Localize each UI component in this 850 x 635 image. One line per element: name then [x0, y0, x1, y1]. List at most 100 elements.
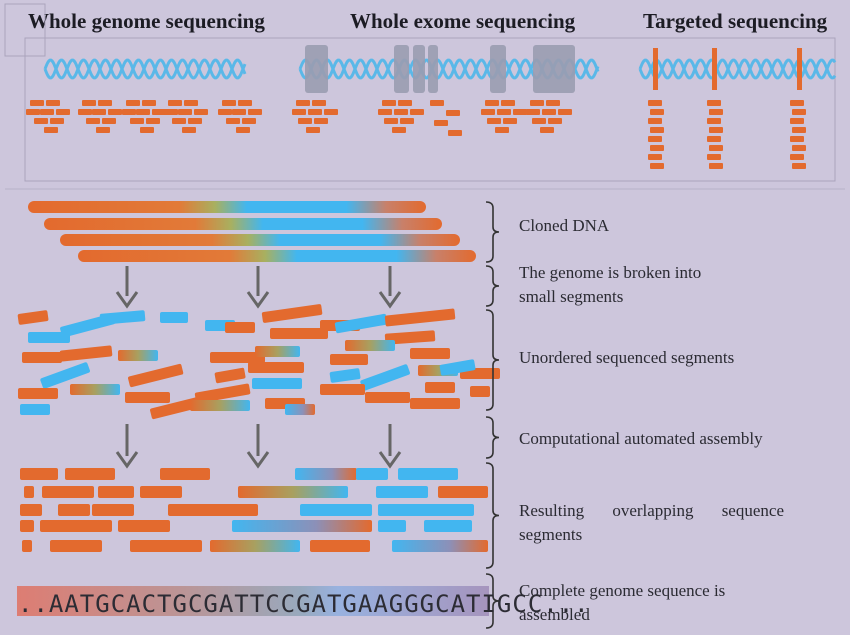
top-panel-frame — [24, 37, 836, 182]
overlap-segment — [392, 540, 488, 552]
exon-blocks — [305, 45, 575, 93]
read-fragment — [194, 109, 208, 115]
read-fragment — [98, 100, 112, 106]
overlap-segment — [40, 520, 112, 532]
sequenced-segment — [261, 304, 323, 323]
overlap-segment — [378, 504, 474, 516]
read-fragment — [306, 127, 320, 133]
step-bracket — [485, 462, 500, 569]
read-fragment — [50, 118, 64, 124]
sequenced-segment — [270, 328, 328, 339]
assembled-sequence-text: ..AATGCACTGCGATTCCGATGAAGGGCATIGCC... — [18, 590, 590, 618]
sequenced-segment — [384, 308, 456, 327]
sequenced-segment — [365, 392, 410, 403]
corner-frame — [4, 3, 46, 57]
unordered-segments — [17, 304, 500, 420]
overlapping-segments — [20, 468, 488, 552]
read-fragment — [707, 100, 721, 106]
exon-block — [490, 45, 506, 93]
read-fragment — [792, 127, 806, 133]
read-fragment — [501, 100, 515, 106]
read-fragment — [248, 109, 262, 115]
sequenced-segment — [194, 383, 251, 404]
exon-block — [533, 45, 575, 93]
read-fragment — [236, 127, 250, 133]
sequenced-segment — [22, 352, 62, 363]
read-fragment — [34, 118, 48, 124]
flow-arrows — [115, 266, 402, 469]
read-fragment — [398, 100, 412, 106]
read-fragment — [558, 109, 572, 115]
read-fragment — [82, 100, 96, 106]
read-fragment — [792, 163, 806, 169]
read-fragments — [26, 100, 806, 169]
overlap-segment — [65, 468, 115, 480]
read-fragment — [168, 100, 182, 106]
read-fragment — [485, 100, 499, 106]
label-cloned-dna: Cloned DNA — [519, 216, 610, 235]
read-fragment — [222, 100, 236, 106]
read-fragment — [487, 118, 501, 124]
overlap-segment — [140, 486, 182, 498]
read-fragment — [126, 100, 140, 106]
overlap-segment — [24, 486, 34, 498]
overlap-segment — [168, 504, 258, 516]
sequenced-segment — [470, 386, 490, 397]
read-fragment — [378, 109, 392, 115]
read-fragment — [56, 109, 70, 115]
read-fragment — [178, 109, 192, 115]
read-fragment — [172, 118, 186, 124]
overlap-segment — [378, 520, 406, 532]
read-fragment — [182, 127, 196, 133]
exon-block — [428, 45, 438, 93]
target-marker — [653, 48, 658, 90]
brackets — [485, 201, 500, 629]
read-fragment — [540, 127, 554, 133]
overlap-segment — [22, 540, 32, 552]
sequenced-segment — [252, 378, 302, 389]
overlap-segment — [398, 468, 458, 480]
read-fragment — [503, 118, 517, 124]
sequenced-segment — [320, 384, 365, 395]
read-fragment — [448, 130, 462, 136]
sequenced-segment — [330, 354, 368, 365]
assembled-sequence-bar — [17, 586, 489, 616]
read-fragment — [790, 154, 804, 160]
overlap-segment — [310, 540, 370, 552]
read-fragment — [26, 109, 40, 115]
sequenced-segment — [329, 368, 361, 383]
read-fragment — [648, 118, 662, 124]
read-fragment — [650, 109, 664, 115]
sequenced-segment — [345, 340, 395, 351]
sequenced-segment — [225, 322, 255, 333]
read-fragment — [30, 100, 44, 106]
sequenced-segment — [410, 398, 460, 409]
title-targeted-sequencing: Targeted sequencing — [643, 9, 828, 33]
label-genome-broken: The genome is broken into small segments — [519, 263, 702, 306]
step-bracket — [485, 416, 500, 459]
read-fragment — [400, 118, 414, 124]
read-fragment — [434, 120, 448, 126]
read-fragment — [410, 109, 424, 115]
cloned-dna-strand — [60, 234, 460, 246]
read-fragment — [392, 127, 406, 133]
down-arrow-head — [246, 451, 270, 469]
read-fragment — [548, 118, 562, 124]
sequenced-segment — [160, 312, 188, 323]
overlap-segment — [210, 540, 300, 552]
read-fragment — [92, 109, 106, 115]
label-unordered-segments: Unordered sequenced segments — [519, 348, 735, 367]
read-fragment — [790, 118, 804, 124]
read-fragment — [184, 100, 198, 106]
read-fragment — [130, 118, 144, 124]
step-bracket — [485, 309, 500, 411]
read-fragment — [146, 118, 160, 124]
sequenced-segment — [248, 362, 304, 373]
cloned-dna-strand — [78, 250, 476, 262]
read-fragment — [308, 109, 322, 115]
read-fragment — [542, 109, 556, 115]
cloned-dna-strand — [44, 218, 442, 230]
overlap-segment — [160, 468, 210, 480]
sequenced-segment — [425, 382, 455, 393]
read-fragment — [96, 127, 110, 133]
